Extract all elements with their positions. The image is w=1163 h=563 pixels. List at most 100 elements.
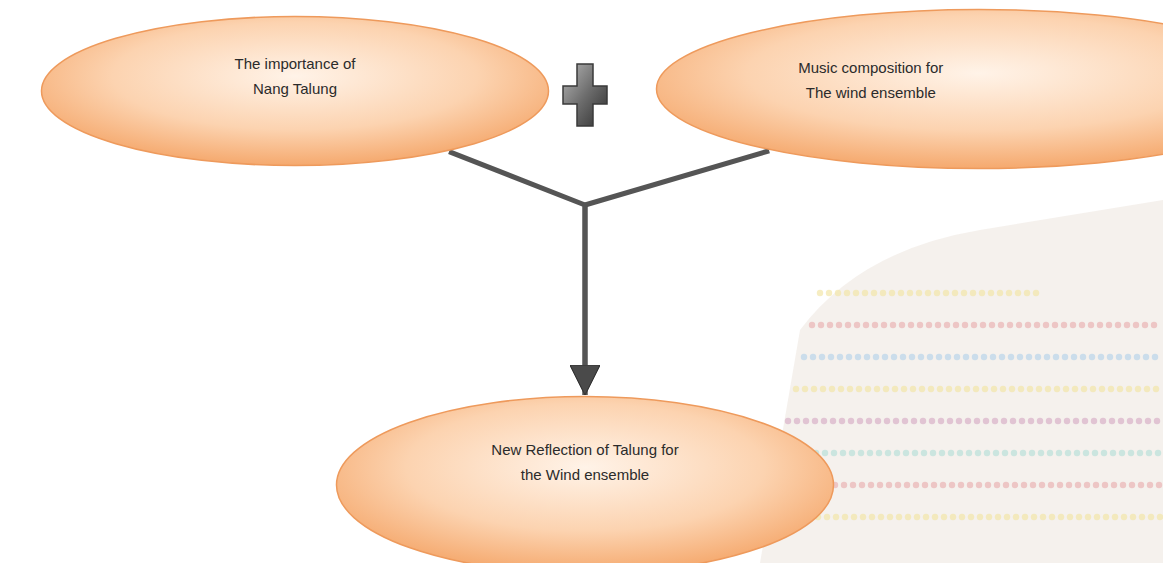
bead-dot <box>1115 322 1121 328</box>
bead-dot <box>854 322 860 328</box>
bead-dot <box>857 418 863 424</box>
bead-dot <box>980 322 986 328</box>
bead-dot <box>1033 290 1039 296</box>
bead-dot <box>1049 514 1055 520</box>
bead-dot <box>818 322 824 328</box>
bead-dot <box>929 418 935 424</box>
node-label: New Reflection of Talung for the Wind en… <box>483 438 688 488</box>
bead-dot <box>812 418 818 424</box>
bead-dot <box>934 290 940 296</box>
bead-dot <box>883 386 889 392</box>
bead-dot <box>1004 514 1010 520</box>
bead-dot <box>1116 354 1122 360</box>
bead-dot <box>877 482 883 488</box>
bead-dot <box>1152 354 1158 360</box>
bead-dot <box>880 290 886 296</box>
bead-dot <box>963 354 969 360</box>
bead-dot <box>1129 482 1135 488</box>
bead-dot <box>931 482 937 488</box>
bead-dot <box>1001 418 1007 424</box>
bead-dot <box>920 418 926 424</box>
bead-dot <box>938 418 944 424</box>
bead-dot <box>1044 354 1050 360</box>
ellipse-node: The importance of Nang Talung <box>40 15 550 167</box>
bead-dot <box>842 514 848 520</box>
bead-dot <box>958 482 964 488</box>
bead-dot <box>961 290 967 296</box>
bead-dot <box>1062 354 1068 360</box>
bead-dot <box>992 418 998 424</box>
bead-dot <box>1039 482 1045 488</box>
bead-dot <box>928 386 934 392</box>
bead-dot <box>889 290 895 296</box>
bead-dot <box>922 482 928 488</box>
bead-dot <box>1025 322 1031 328</box>
bead-dot <box>1073 418 1079 424</box>
bead-dot <box>905 514 911 520</box>
bead-dot <box>1118 418 1124 424</box>
bead-dot <box>1110 450 1116 456</box>
bead-dot <box>944 322 950 328</box>
bead-dot <box>900 354 906 360</box>
bead-dot <box>997 290 1003 296</box>
bead-dot <box>1076 514 1082 520</box>
bead-dot <box>952 290 958 296</box>
bead-dot <box>1031 514 1037 520</box>
bead-dot <box>982 386 988 392</box>
bead-dot <box>1024 290 1030 296</box>
bead-dot <box>945 354 951 360</box>
bead-dot <box>1053 354 1059 360</box>
bead-dot <box>1117 386 1123 392</box>
bead-dot <box>1124 322 1130 328</box>
bead-dot <box>860 514 866 520</box>
plus-symbol <box>563 64 607 126</box>
bead-dot <box>1010 418 1016 424</box>
bead-dot <box>914 514 920 520</box>
bead-dot <box>864 354 870 360</box>
bead-dot <box>911 418 917 424</box>
bead-dot <box>1107 354 1113 360</box>
bead-dot <box>1046 418 1052 424</box>
bead-dot <box>956 418 962 424</box>
bead-dot <box>1125 354 1131 360</box>
bead-dot <box>853 290 859 296</box>
bead-dot <box>967 482 973 488</box>
bead-dot <box>1074 450 1080 456</box>
node-label: The importance of Nang Talung <box>220 52 370 102</box>
bead-dot <box>891 354 897 360</box>
bead-dot <box>1128 450 1134 456</box>
bead-dot <box>1139 514 1145 520</box>
bead-dot <box>917 322 923 328</box>
bead-dot <box>1097 322 1103 328</box>
bead-dot <box>878 514 884 520</box>
bead-dot <box>1084 482 1090 488</box>
bead-dot <box>941 514 947 520</box>
bead-dot <box>848 418 854 424</box>
bead-dot <box>1034 322 1040 328</box>
bead-dot <box>970 290 976 296</box>
bead-dot <box>896 514 902 520</box>
bead-dot <box>1026 354 1032 360</box>
bead-dot <box>939 450 945 456</box>
bead-dot <box>975 450 981 456</box>
bead-dot <box>974 418 980 424</box>
bead-dot <box>998 322 1004 328</box>
bead-dot <box>1061 322 1067 328</box>
bead-dot <box>899 322 905 328</box>
bead-dot <box>1088 322 1094 328</box>
bead-dot <box>1036 386 1042 392</box>
bead-dot <box>817 290 823 296</box>
bead-dot <box>1126 386 1132 392</box>
bead-dot <box>957 450 963 456</box>
bead-dot <box>935 322 941 328</box>
bead-dot <box>1070 322 1076 328</box>
bead-dot <box>950 514 956 520</box>
bead-dot <box>985 482 991 488</box>
bead-dot <box>1127 418 1133 424</box>
bead-dot <box>962 322 968 328</box>
bead-dot <box>858 450 864 456</box>
bead-dot <box>874 386 880 392</box>
bead-dot <box>892 386 898 392</box>
bead-dot <box>810 354 816 360</box>
